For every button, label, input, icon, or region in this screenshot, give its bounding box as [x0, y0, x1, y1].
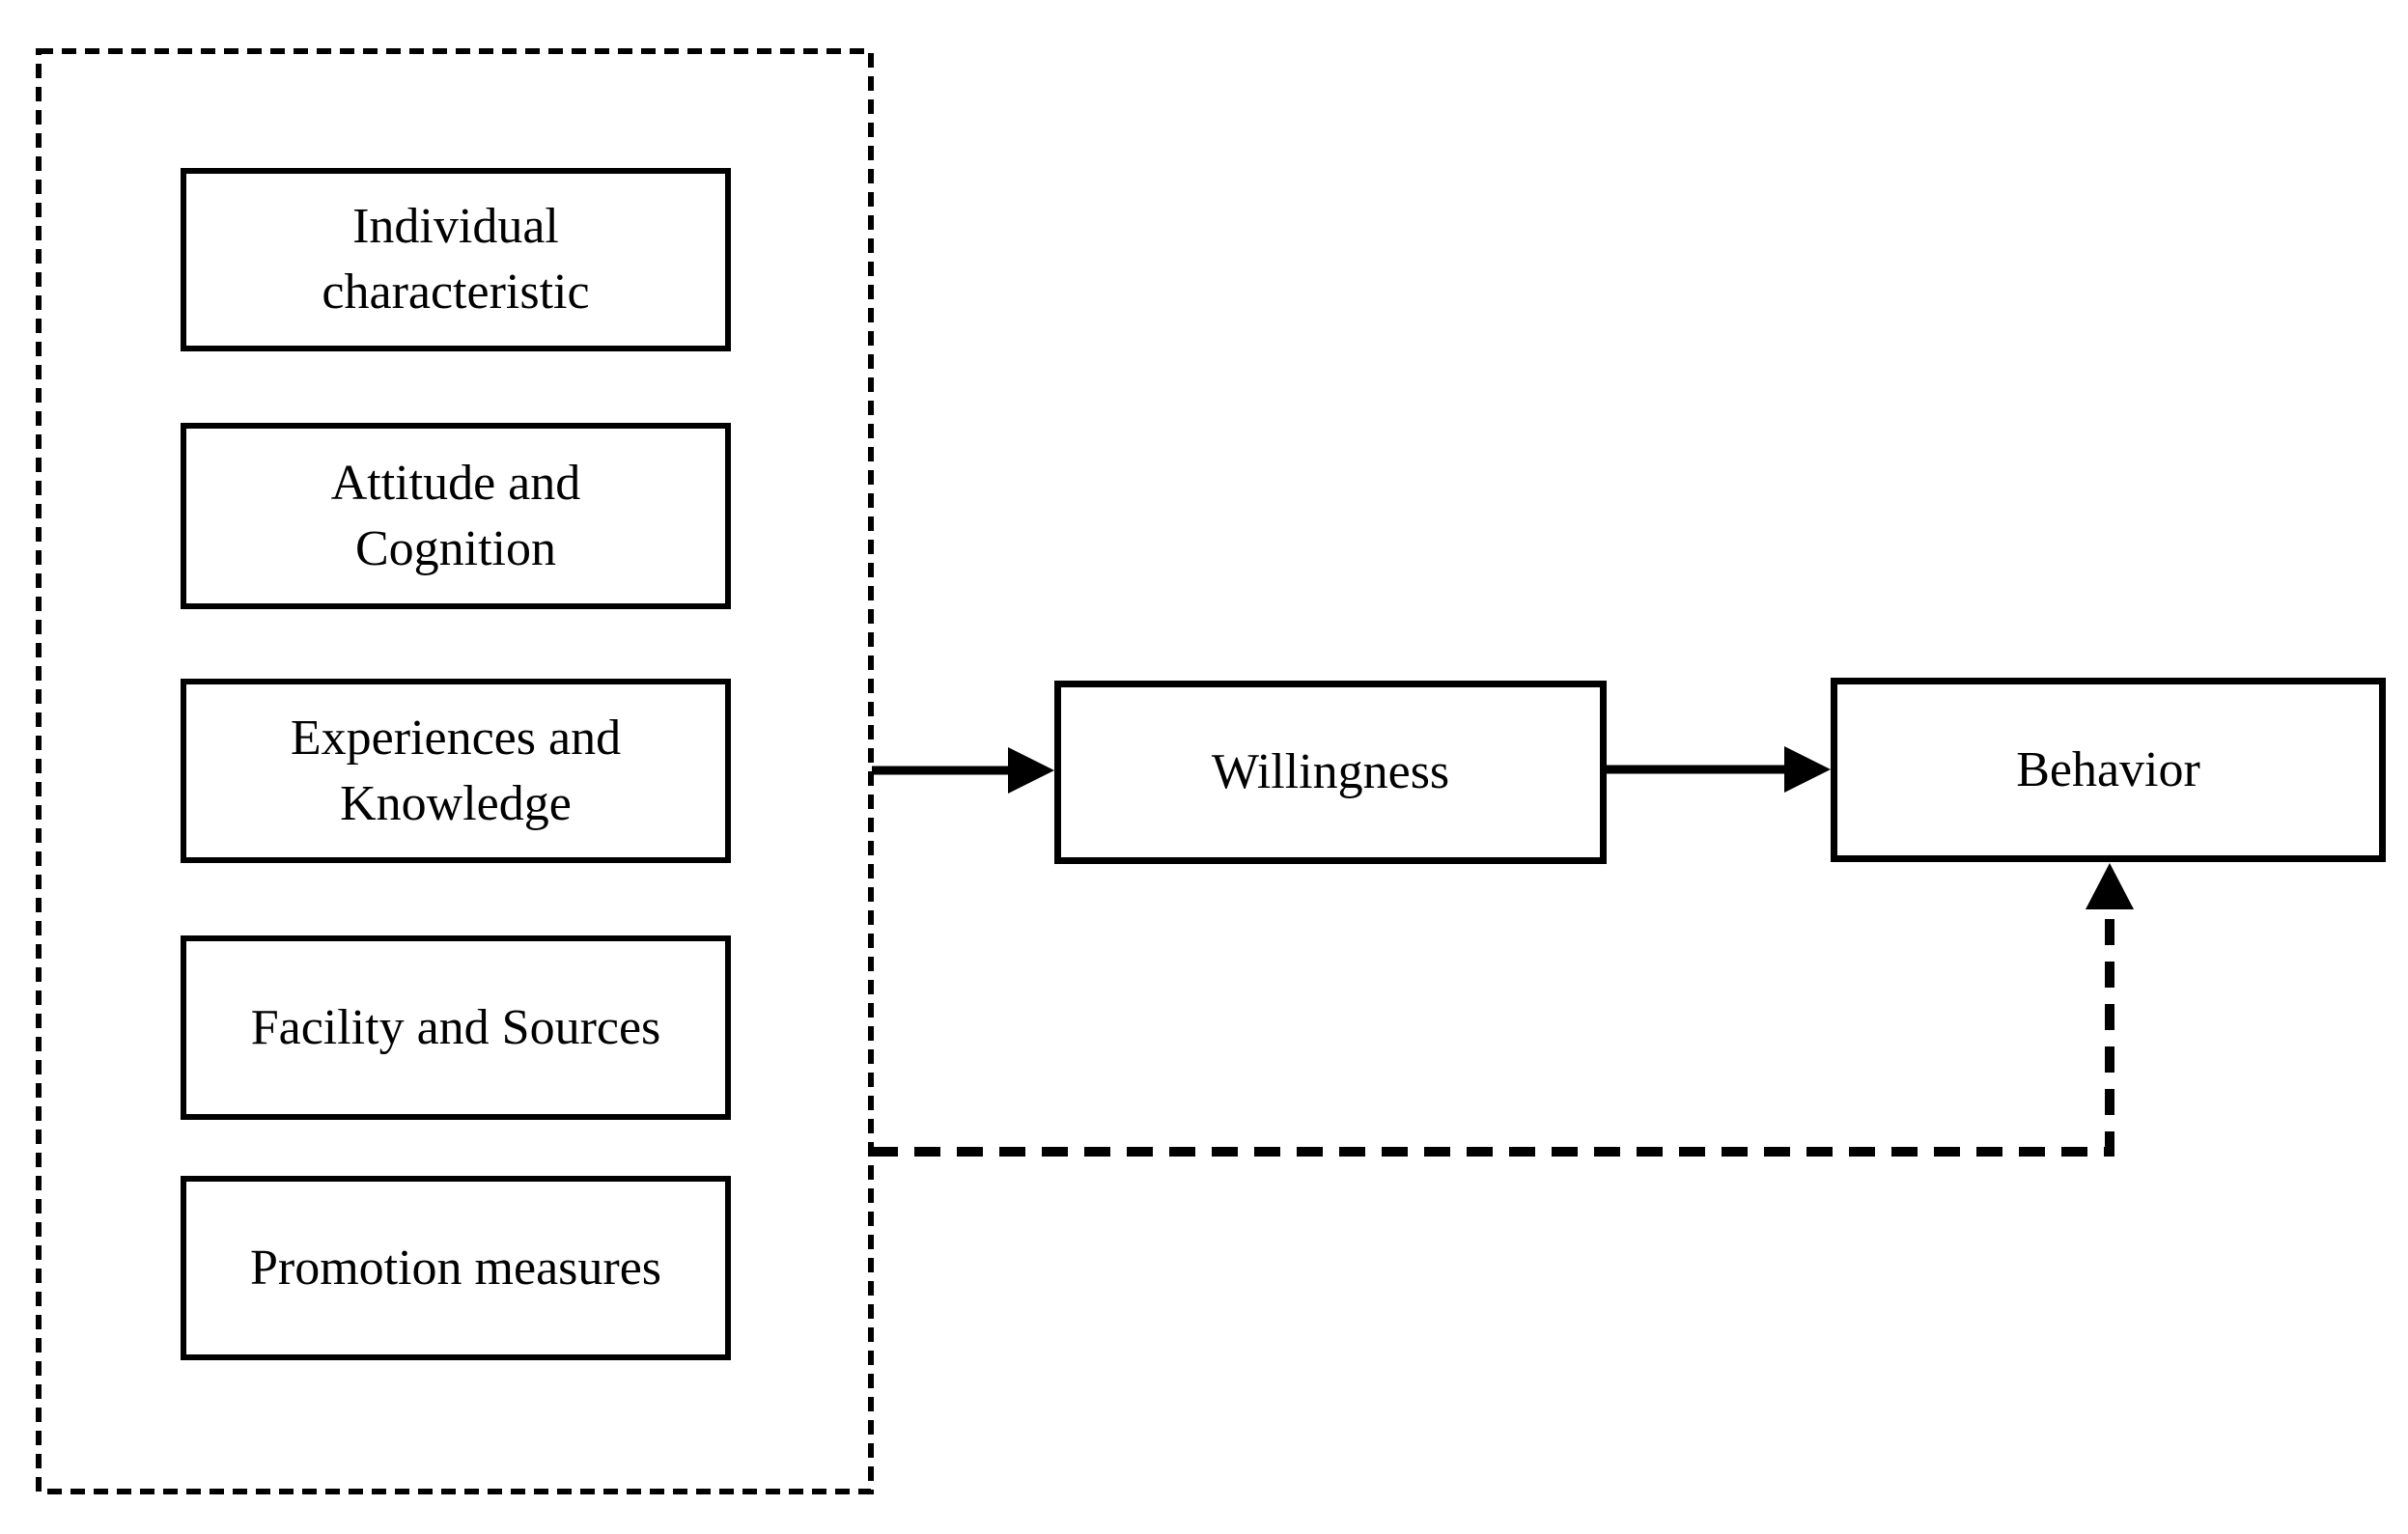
node-behavior: Behavior	[1831, 678, 2386, 862]
node-attitude-cognition: Attitude and Cognition	[181, 423, 731, 609]
node-facility-sources-label: Facility and Sources	[250, 999, 661, 1055]
factors-group-border	[36, 48, 874, 1494]
node-willingness: Willingness	[1054, 681, 1607, 864]
node-attitude-cognition-label: Attitude and Cognition	[330, 455, 581, 576]
node-individual-characteristic: Individual characteristic	[181, 168, 731, 351]
arrow-factors-to-willingness-head	[1008, 747, 1054, 794]
dashed-arrow-factors-to-behavior-head	[2086, 863, 2134, 909]
arrow-willingness-to-behavior-head	[1784, 746, 1831, 793]
node-individual-characteristic-label: Individual characteristic	[322, 199, 590, 320]
node-facility-sources: Facility and Sources	[181, 935, 731, 1120]
node-behavior-label: Behavior	[2016, 741, 2200, 797]
dashed-arrow-factors-to-behavior-line	[872, 906, 2114, 1157]
node-experiences-knowledge-label: Experiences and Knowledge	[290, 710, 622, 831]
node-experiences-knowledge: Experiences and Knowledge	[181, 679, 731, 863]
node-willingness-label: Willingness	[1211, 744, 1450, 800]
node-promotion-measures: Promotion measures	[181, 1176, 731, 1360]
node-promotion-measures-label: Promotion measures	[249, 1240, 662, 1296]
